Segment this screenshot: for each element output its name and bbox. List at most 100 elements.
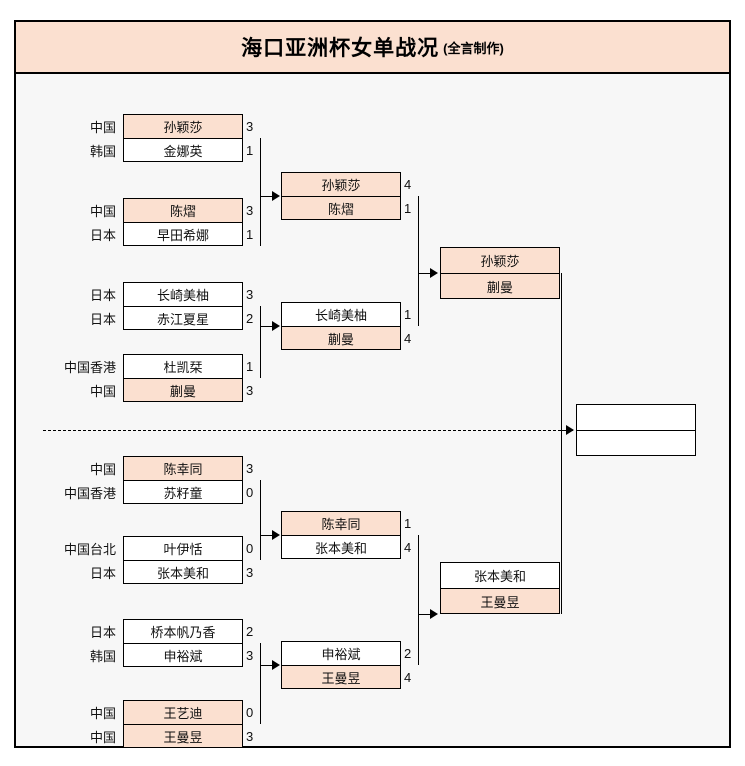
match-r1-2[interactable]: 中国 陈熠 3 日本 早田希娜 1 (90, 198, 253, 246)
slot-top[interactable]: 长崎美柚 1 (281, 302, 411, 326)
connector-r1-7-8-out (260, 665, 274, 666)
score-bottom: 4 (404, 669, 412, 685)
connector-qf-1-2-out (418, 273, 432, 274)
score-bottom (695, 431, 711, 455)
slot-top[interactable]: 日本 长崎美柚 3 (90, 282, 253, 306)
player-top: 王艺迪 (163, 706, 203, 721)
slot-top[interactable] (576, 404, 696, 430)
slot-top[interactable]: 孙颖莎 4 (281, 172, 411, 196)
match-r1-6[interactable]: 中国台北 叶伊恬 0 日本 张本美和 3 (64, 536, 253, 584)
match-r2-2[interactable]: 长崎美柚 1 蒯曼 4 (281, 302, 411, 350)
slot-top[interactable]: 中国 陈熠 3 (90, 198, 253, 222)
player-bottom: 蒯曼 (327, 331, 354, 347)
connector-r1-1-2 (260, 138, 261, 246)
score-bottom: 3 (246, 728, 254, 744)
slot-top[interactable]: 陈幸同 1 (281, 511, 411, 535)
arrow-to-qf-1 (272, 191, 280, 201)
slot-bottom[interactable]: 日本 早田希娜 1 (90, 222, 253, 246)
match-r1-3[interactable]: 日本 长崎美柚 3 日本 赤江夏星 2 (90, 282, 253, 330)
slot-bottom[interactable]: 王曼昱 4 (281, 665, 411, 689)
slot-top[interactable]: 中国 孙颖莎 3 (90, 114, 253, 138)
connector-qf-3-4-out (418, 614, 432, 615)
connector-r1-5-6-out (260, 535, 274, 536)
score-top: 3 (246, 287, 254, 302)
player-top: 杜凯栞 (163, 360, 203, 375)
country-bottom: 中国 (89, 383, 116, 399)
slot-top[interactable]: 中国香港 杜凯栞 1 (64, 354, 253, 378)
score-bottom: 1 (404, 200, 412, 216)
country-top: 中国 (89, 204, 116, 219)
slot-bottom[interactable]: 日本 赤江夏星 2 (90, 306, 253, 330)
slot-bottom[interactable]: 陈熠 1 (281, 196, 411, 220)
slot-bottom[interactable]: 蒯曼 4 (281, 326, 411, 350)
slot-bottom[interactable]: 张本美和 4 (281, 535, 411, 559)
slot-bottom[interactable]: 蒯曼 (440, 273, 560, 299)
connector-r1-3-4-out (260, 326, 274, 327)
player-top: 申裕斌 (321, 647, 361, 662)
match-final[interactable] (576, 404, 696, 456)
player-bottom: 苏籽童 (163, 485, 203, 501)
country-top: 中国台北 (63, 542, 116, 557)
match-r1-7[interactable]: 日本 桥本帆乃香 2 韩国 申裕斌 3 (90, 619, 253, 667)
country-bottom: 日本 (89, 311, 116, 327)
score-bottom: 3 (246, 647, 254, 663)
score-top: 1 (404, 307, 412, 322)
match-r2-4[interactable]: 申裕斌 2 王曼昱 4 (281, 641, 411, 689)
slot-top[interactable]: 孙颖莎 (440, 247, 560, 273)
slot-bottom[interactable]: 韩国 申裕斌 3 (90, 643, 253, 667)
arrow-to-final (566, 425, 574, 435)
match-r1-4[interactable]: 中国香港 杜凯栞 1 中国 蒯曼 3 (64, 354, 253, 402)
slot-bottom[interactable] (576, 430, 696, 456)
player-top: 孙颖莎 (163, 120, 203, 135)
player-bottom: 蒯曼 (486, 279, 513, 295)
match-sf-2[interactable]: 张本美和 王曼昱 (440, 562, 560, 614)
page-title: 海口亚洲杯女单战况 (241, 37, 440, 60)
arrow-to-qf-3 (272, 530, 280, 540)
country-top: 中国香港 (63, 360, 116, 375)
player-bottom: 王曼昱 (480, 594, 520, 610)
score-top: 0 (246, 541, 254, 556)
match-r2-3[interactable]: 陈幸同 1 张本美和 4 (281, 511, 411, 559)
player-top: 孙颖莎 (480, 254, 520, 269)
match-r1-8[interactable]: 中国 王艺迪 0 中国 王曼昱 3 (90, 700, 253, 748)
slot-top[interactable]: 中国台北 叶伊恬 0 (64, 536, 253, 560)
bracket-frame: 海口亚洲杯女单战况 (全言制作) 中国 孙颖莎 3 韩国 金娜英 1 中国 陈熠… (14, 20, 731, 748)
connector-r1-7-8 (260, 643, 261, 724)
score-bottom: 1 (246, 226, 254, 242)
country-bottom: 中国香港 (63, 485, 116, 501)
slot-top[interactable]: 中国 陈幸同 3 (90, 456, 253, 480)
slot-top[interactable]: 申裕斌 2 (281, 641, 411, 665)
slot-bottom[interactable]: 日本 张本美和 3 (90, 560, 253, 584)
country-top: 中国 (89, 706, 116, 721)
connector-r1-5-6 (260, 480, 261, 560)
player-top: 张本美和 (473, 569, 526, 584)
score-top (559, 248, 575, 273)
slot-bottom[interactable]: 王曼昱 (440, 588, 560, 614)
connector-r1-3-4 (260, 306, 261, 378)
connector-sf-1-2 (561, 273, 562, 614)
country-top: 中国 (89, 462, 116, 477)
match-sf-1[interactable]: 孙颖莎 蒯曼 (440, 247, 560, 299)
match-r2-1[interactable]: 孙颖莎 4 陈熠 1 (281, 172, 411, 220)
slot-top[interactable]: 张本美和 (440, 562, 560, 588)
slot-bottom[interactable]: 中国香港 苏籽童 0 (64, 480, 253, 504)
half-divider (43, 430, 561, 431)
player-top: 长崎美柚 (156, 288, 209, 303)
player-top: 桥本帆乃香 (150, 625, 216, 640)
score-top (695, 405, 711, 430)
slot-top[interactable]: 日本 桥本帆乃香 2 (90, 619, 253, 643)
player-top: 孙颖莎 (321, 178, 361, 193)
score-top: 2 (246, 624, 254, 639)
match-r1-1[interactable]: 中国 孙颖莎 3 韩国 金娜英 1 (90, 114, 253, 162)
slot-bottom[interactable]: 中国 王曼昱 3 (90, 724, 253, 748)
player-bottom: 金娜英 (163, 143, 203, 159)
match-r1-5[interactable]: 中国 陈幸同 3 中国香港 苏籽童 0 (64, 456, 253, 504)
arrow-to-qf-4 (272, 660, 280, 670)
player-bottom: 张本美和 (314, 540, 367, 556)
connector-r1-1-2-out (260, 196, 274, 197)
slot-bottom[interactable]: 韩国 金娜英 1 (90, 138, 253, 162)
slot-bottom[interactable]: 中国 蒯曼 3 (90, 378, 253, 402)
country-top: 日本 (89, 625, 116, 640)
slot-top[interactable]: 中国 王艺迪 0 (90, 700, 253, 724)
player-bottom: 申裕斌 (163, 648, 203, 664)
